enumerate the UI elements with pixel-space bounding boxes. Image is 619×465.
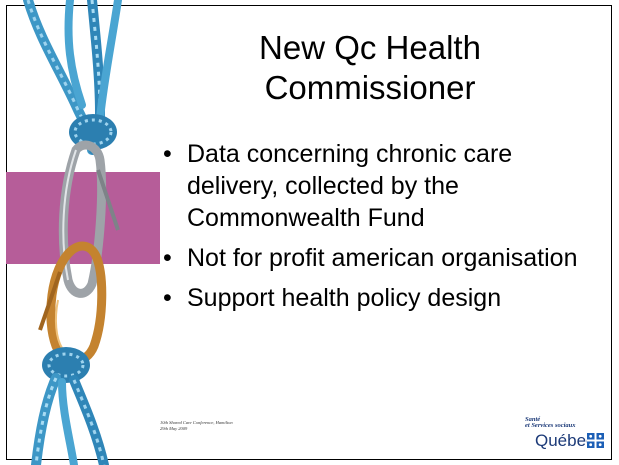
quebec-flag-icon bbox=[587, 433, 604, 448]
footer-line-2: 29th May 2009 bbox=[160, 426, 188, 431]
bullet-list: Data concerning chronic care delivery, c… bbox=[163, 138, 603, 322]
title-line-1: New Qc Health bbox=[259, 29, 481, 66]
footer-line-1: 10th Shared Care Conference, Hamilton bbox=[160, 420, 233, 425]
logo-line-1: Santé bbox=[525, 416, 541, 423]
quebec-logo: Santé et Services sociaux Québec bbox=[525, 414, 605, 454]
title-line-2: Commissioner bbox=[264, 69, 476, 106]
bullet-item: Support health policy design bbox=[163, 282, 603, 314]
slide-title: New Qc Health Commissioner bbox=[200, 28, 540, 108]
bullet-item: Data concerning chronic care delivery, c… bbox=[163, 138, 603, 234]
logo-line-2: et Services sociaux bbox=[525, 422, 576, 429]
rope-carabiner-illustration bbox=[23, 0, 122, 465]
logo-word: Québec bbox=[535, 431, 595, 450]
footer-note: 10th Shared Care Conference, Hamilton 29… bbox=[160, 420, 233, 432]
bullet-item: Not for profit american organisation bbox=[163, 242, 603, 274]
